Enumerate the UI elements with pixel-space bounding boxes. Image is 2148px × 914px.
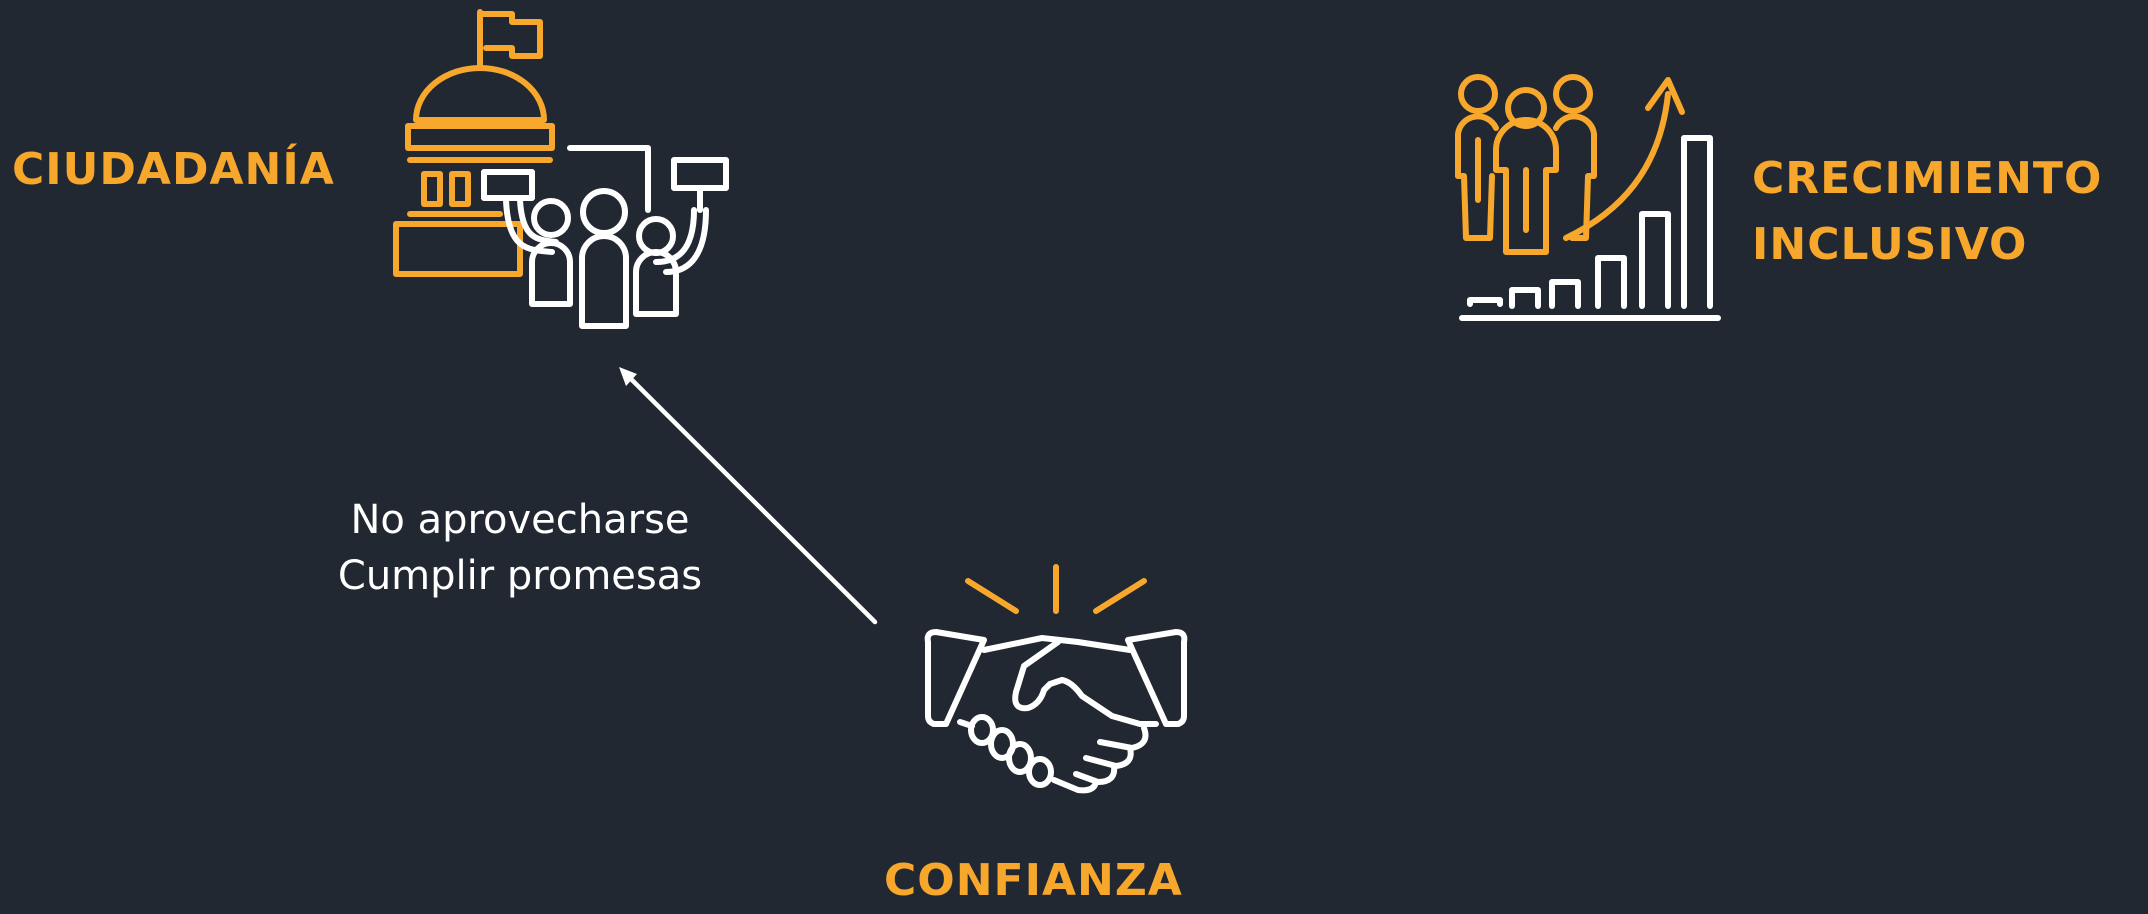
arrow-line xyxy=(625,373,878,625)
edge-label-line-2: Cumplir promesas xyxy=(337,553,703,599)
ciudadania-label: CIUDADANÍA xyxy=(12,144,335,195)
handshake-icon xyxy=(924,564,1188,794)
confianza-label: CONFIANZA xyxy=(884,855,1183,906)
crecimiento-label-line-2: INCLUSIVO xyxy=(1752,219,2028,270)
crecimiento-label-line-1: CRECIMIENTO xyxy=(1752,153,2103,204)
people-growth-chart-icon xyxy=(1455,74,1721,321)
capitol-protest-crowd-icon xyxy=(393,9,729,329)
arrow-head-icon xyxy=(619,367,637,386)
edge-label-line-1: No aprovecharse xyxy=(350,497,690,543)
crecimiento-inclusivo-label: CRECIMIENTO INCLUSIVO xyxy=(1752,146,2102,278)
edge-label: No aprovecharse Cumplir promesas xyxy=(300,492,740,604)
